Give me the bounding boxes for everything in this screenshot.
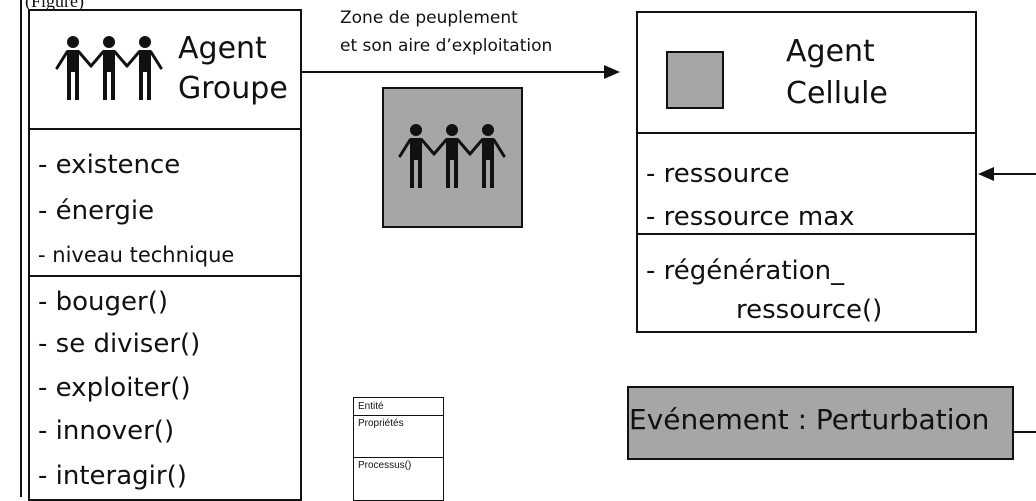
group-method-bouger: - bouger(): [38, 287, 169, 317]
cell-attr-ressource-max: - ressource max: [646, 202, 855, 232]
group-agent-title-line2: Groupe: [178, 71, 288, 106]
cell-agent-separator-1: [638, 132, 975, 134]
legend-box: Entité Propriétés Processus(): [353, 397, 444, 501]
group-attr-niveau-technique: - niveau technique: [38, 243, 235, 267]
cell-agent-separator-2: [638, 233, 975, 235]
legend-separator-2: [354, 457, 443, 458]
cell-agent-title-line2: Cellule: [786, 76, 888, 111]
group-method-interagir: - interagir(): [38, 461, 187, 491]
gray-square-icon: [666, 51, 724, 109]
group-method-se-diviser: - se diviser(): [38, 329, 201, 359]
relation-label-line2: et son aire d’exploitation: [340, 36, 553, 56]
group-agent-separator-1: [30, 128, 300, 130]
cell-attr-ressource: - ressource: [646, 159, 790, 189]
cell-agent-title-line1: Agent: [786, 34, 875, 69]
group-attr-existence: - existence: [38, 150, 181, 180]
group-agent-box: Agent Groupe - existence - énergie - niv…: [28, 9, 302, 501]
legend-entity: Entité: [358, 401, 384, 412]
three-people-icon: [398, 124, 506, 188]
legend-processes: Processus(): [358, 460, 412, 471]
group-method-exploiter: - exploiter(): [38, 373, 191, 403]
cell-method-regeneration-line2: ressource(): [736, 295, 883, 325]
cell-agent-box: Agent Cellule - ressource - ressource ma…: [636, 11, 977, 333]
relation-label-line1: Zone de peuplement: [340, 8, 518, 28]
legend-separator-1: [354, 415, 443, 416]
legend-properties: Propriétés: [358, 418, 404, 429]
event-connector-line: [1014, 431, 1036, 433]
group-agent-separator-2: [30, 275, 300, 277]
three-people-icon: [55, 36, 163, 100]
page-left-border: [20, 0, 22, 497]
settlement-zone-square: [382, 87, 523, 228]
top-fragment-text: (Figure): [25, 0, 84, 11]
relation-arrow: [302, 65, 620, 79]
group-attr-energie: - énergie: [38, 196, 155, 226]
group-agent-title-line1: Agent: [178, 31, 267, 66]
group-method-innover: - innover(): [38, 416, 175, 446]
incoming-arrow: [978, 167, 1036, 181]
event-label: Evénement : Perturbation: [629, 403, 990, 436]
cell-method-regeneration-line1: - régénération_: [646, 256, 845, 286]
event-box: Evénement : Perturbation: [627, 386, 1014, 460]
